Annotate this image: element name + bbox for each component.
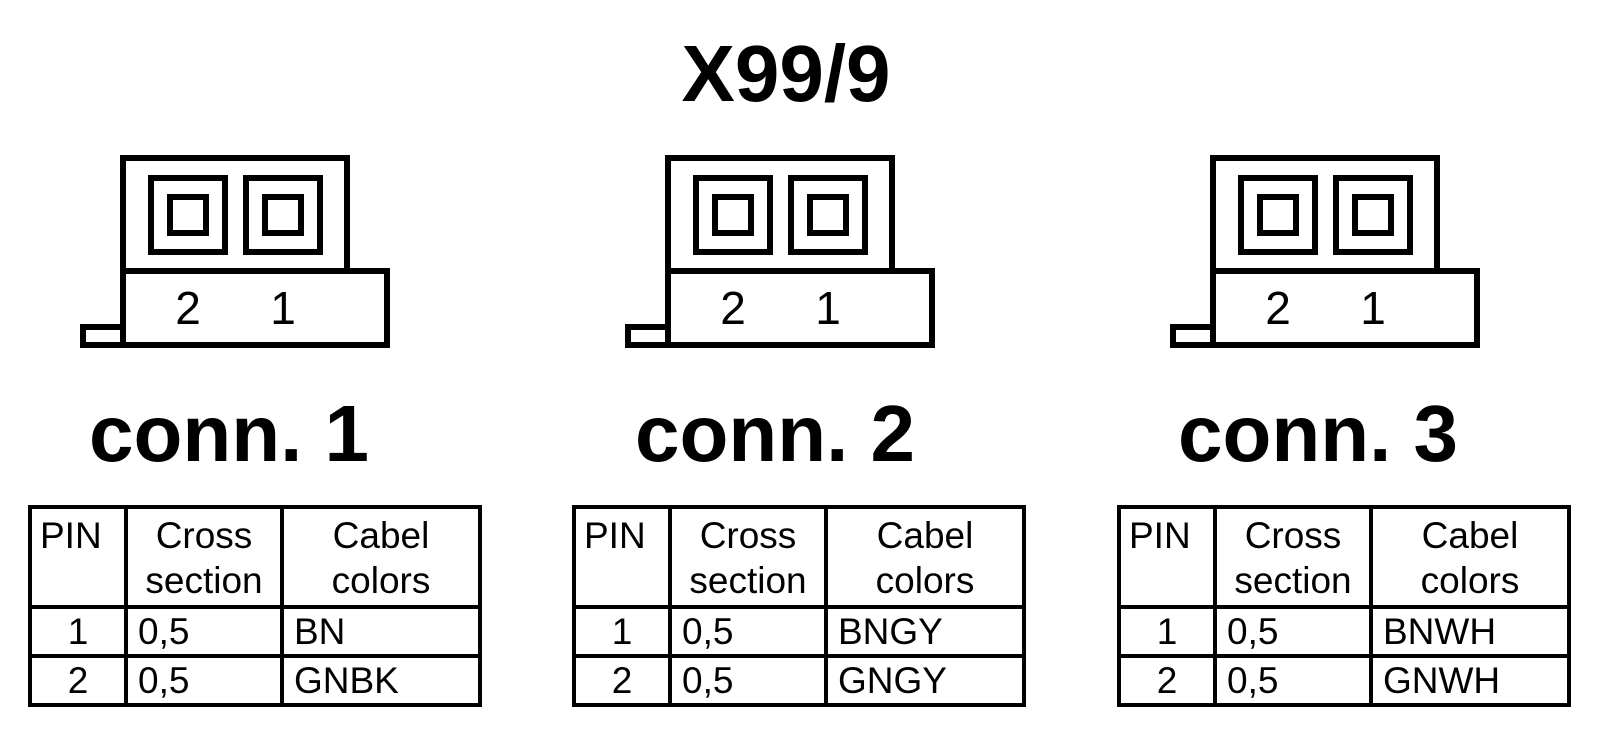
table-header-row: PIN Cross section Cabel colors (572, 505, 1026, 609)
pin-cavity-1 (788, 175, 868, 255)
cable-color-cell: GNWH (1369, 654, 1571, 707)
cable-color-cell: BNWH (1369, 605, 1571, 658)
pin-header-cell: PIN (1117, 505, 1217, 609)
pin-cell: 1 (1117, 605, 1217, 658)
table-row: 1 0,5 BN (28, 605, 482, 658)
page-title: X99/9 (681, 29, 891, 118)
pin-terminal-1 (262, 194, 304, 236)
pin-terminal-1 (1352, 194, 1394, 236)
pin-cell: 2 (1117, 654, 1217, 707)
cross-section-header-cell: Cross section (124, 505, 284, 609)
pin-terminal-2 (1257, 194, 1299, 236)
connector-base (1210, 268, 1480, 348)
pin-cell: 2 (28, 654, 128, 707)
cross-section-cell: 0,5 (668, 605, 828, 658)
cross-section-cell: 0,5 (1213, 654, 1373, 707)
connector-base (665, 268, 935, 348)
table-row: 2 0,5 GNGY (572, 654, 1026, 707)
pin-cavity-2 (693, 175, 773, 255)
table-row: 1 0,5 BNWH (1117, 605, 1571, 658)
pin-cell: 1 (28, 605, 128, 658)
pin-cavity-1 (1333, 175, 1413, 255)
table-row: 2 0,5 GNWH (1117, 654, 1571, 707)
table-row: 2 0,5 GNBK (28, 654, 482, 707)
pin-terminal-1 (807, 194, 849, 236)
pin-cell: 2 (572, 654, 672, 707)
connector-label-1: conn. 1 (88, 389, 370, 478)
cross-section-cell: 0,5 (124, 605, 284, 658)
pin-header-cell: PIN (28, 505, 128, 609)
table-row: 1 0,5 BNGY (572, 605, 1026, 658)
pin-cavity-2 (148, 175, 228, 255)
pin-number-2: 2 (720, 282, 746, 334)
connector-diagram-3: 2 1 (1170, 155, 1480, 348)
connector-base (120, 268, 390, 348)
cable-color-cell: BNGY (824, 605, 1026, 658)
cross-section-cell: 0,5 (668, 654, 828, 707)
pinout-table-3: PIN Cross section Cabel colors 1 0,5 BNW… (1117, 505, 1571, 707)
connector-diagram-1: 2 1 (80, 155, 390, 348)
pin-cell: 1 (572, 605, 672, 658)
pin-header-cell: PIN (572, 505, 672, 609)
connector-label-3: conn. 3 (1177, 389, 1459, 478)
pinout-table-2: PIN Cross section Cabel colors 1 0,5 BNG… (572, 505, 1026, 707)
cable-color-cell: GNGY (824, 654, 1026, 707)
pin-number-2: 2 (1265, 282, 1291, 334)
pin-cavity-1 (243, 175, 323, 255)
connector-diagram-2: 2 1 (625, 155, 935, 348)
connector-label-2: conn. 2 (634, 389, 916, 478)
table-header-row: PIN Cross section Cabel colors (1117, 505, 1571, 609)
pin-number-2: 2 (175, 282, 201, 334)
cross-section-cell: 0,5 (1213, 605, 1373, 658)
cable-colors-header-cell: Cabel colors (280, 505, 482, 609)
pin-number-1: 1 (815, 282, 841, 334)
pin-number-1: 1 (270, 282, 296, 334)
cross-section-header-cell: Cross section (668, 505, 828, 609)
cross-section-cell: 0,5 (124, 654, 284, 707)
pin-terminal-2 (167, 194, 209, 236)
table-header-row: PIN Cross section Cabel colors (28, 505, 482, 609)
pin-terminal-2 (712, 194, 754, 236)
cable-colors-header-cell: Cabel colors (1369, 505, 1571, 609)
cable-color-cell: BN (280, 605, 482, 658)
pin-number-1: 1 (1360, 282, 1386, 334)
cable-color-cell: GNBK (280, 654, 482, 707)
cable-colors-header-cell: Cabel colors (824, 505, 1026, 609)
cross-section-header-cell: Cross section (1213, 505, 1373, 609)
pin-cavity-2 (1238, 175, 1318, 255)
pinout-table-1: PIN Cross section Cabel colors 1 0,5 BN … (28, 505, 482, 707)
